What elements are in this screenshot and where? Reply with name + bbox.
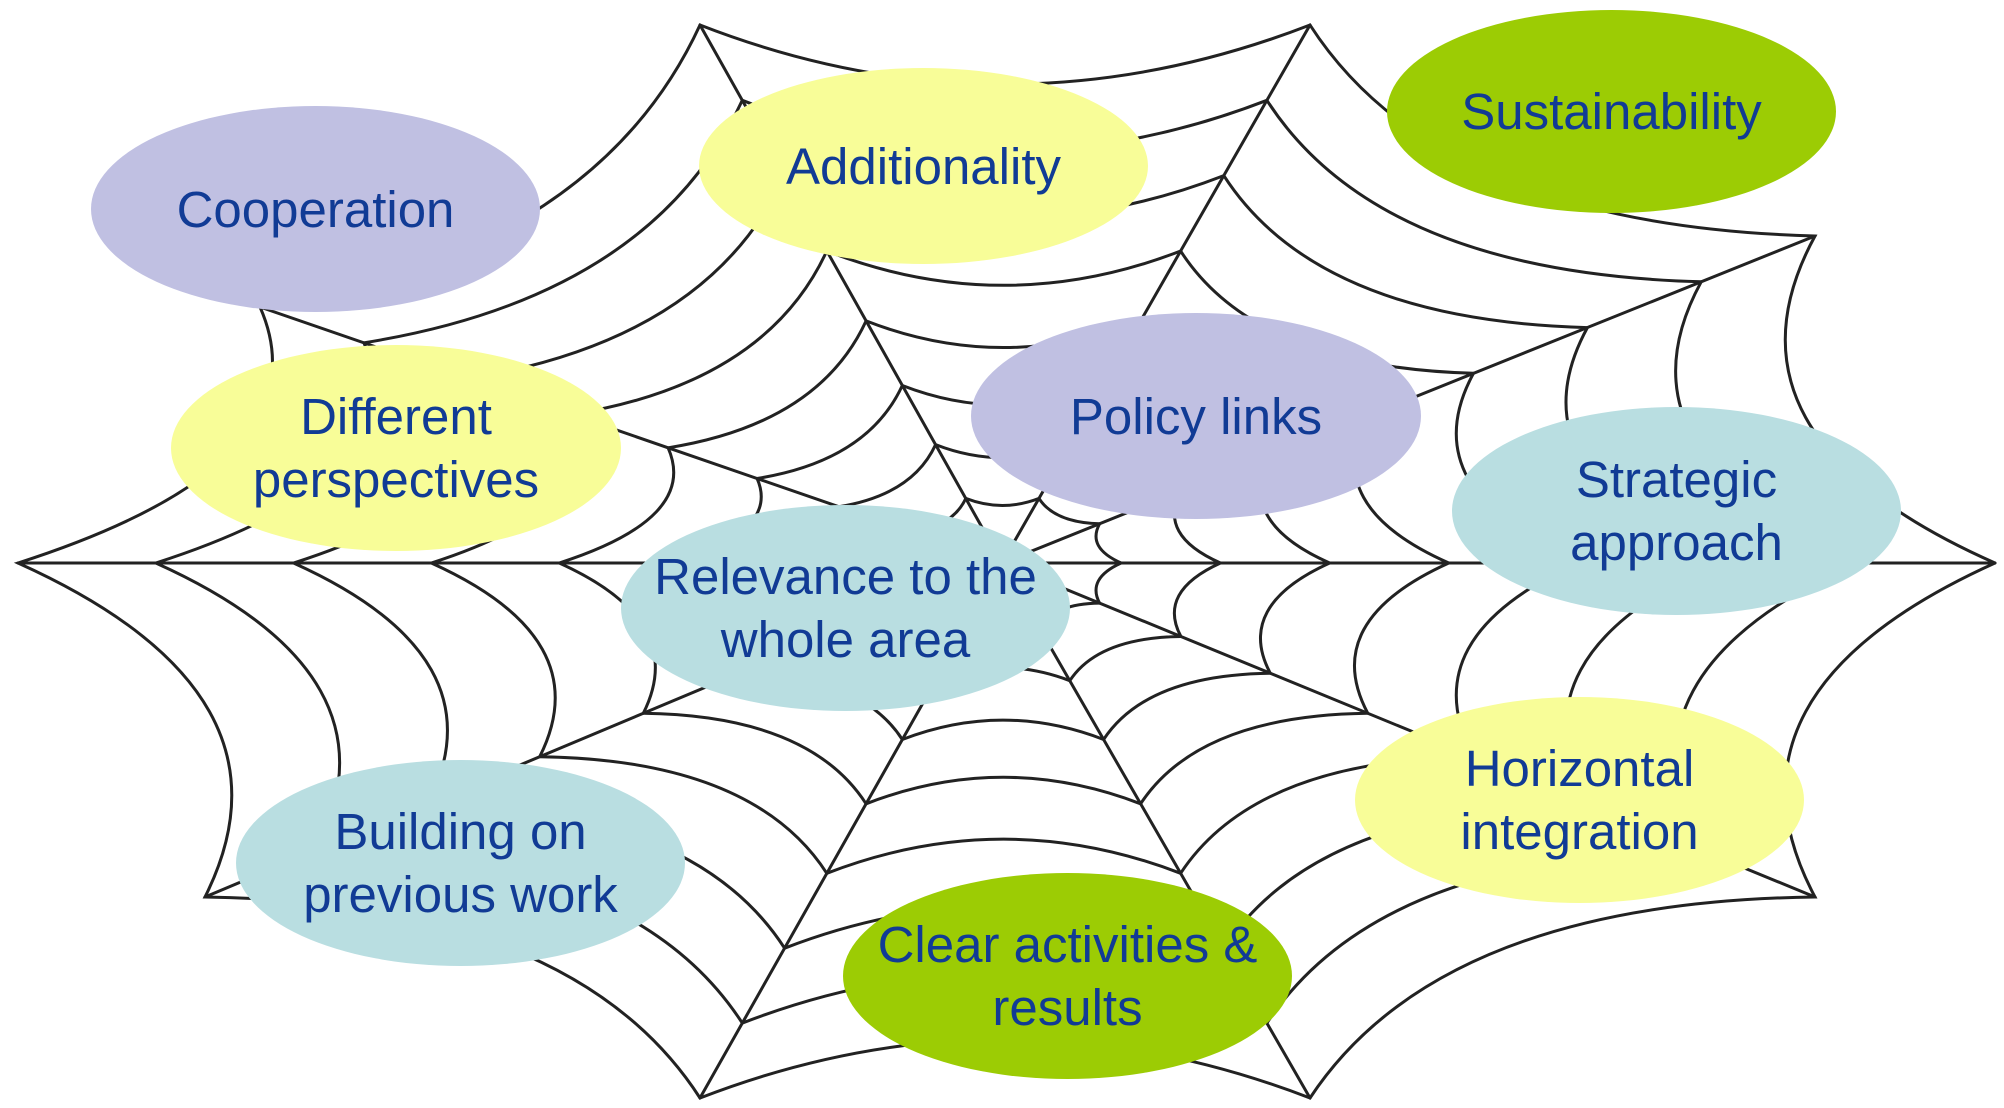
node-clear-activities-line-2: results	[992, 979, 1143, 1036]
node-cooperation-label: Cooperation	[176, 180, 455, 238]
node-strategic-approach: Strategic approach	[1452, 407, 1901, 615]
node-relevance-to-whole-area: Relevance to the whole area	[621, 505, 1070, 711]
node-building-on-previous-work: Building on previous work	[236, 760, 685, 966]
node-horizontal-integration-line-1: Horizontal	[1464, 740, 1695, 797]
node-strategic-approach-line-1: Strategic	[1575, 451, 1778, 508]
node-different-perspectives-line-1: Different	[300, 388, 492, 445]
node-horizontal-integration-line-2: integration	[1460, 803, 1699, 860]
node-clear-activities-line-1: Clear activities &	[877, 916, 1258, 973]
node-relevance-line-2: whole area	[720, 611, 971, 668]
web-ring	[151, 98, 1858, 1025]
node-clear-activities-results: Clear activities & results	[843, 873, 1292, 1079]
web-ring	[289, 173, 1719, 951]
node-different-perspectives: Different perspectives	[171, 345, 621, 551]
node-sustainability: Sustainability	[1387, 10, 1836, 213]
node-strategic-approach-line-2: approach	[1570, 514, 1783, 571]
node-building-line-1: Building on	[334, 803, 587, 860]
node-cooperation: Cooperation	[91, 106, 540, 312]
node-horizontal-integration: Horizontal integration	[1355, 697, 1804, 903]
node-building-line-2: previous work	[303, 866, 618, 923]
node-additionality-label: Additionality	[786, 137, 1061, 195]
node-policy-links-label: Policy links	[1069, 387, 1323, 445]
web-ring	[427, 249, 1580, 876]
node-additionality: Additionality	[699, 68, 1148, 264]
node-relevance-line-1: Relevance to the	[654, 548, 1037, 605]
node-different-perspectives-line-2: perspectives	[252, 451, 540, 508]
node-policy-links: Policy links	[971, 313, 1421, 519]
node-sustainability-label: Sustainability	[1461, 83, 1762, 140]
